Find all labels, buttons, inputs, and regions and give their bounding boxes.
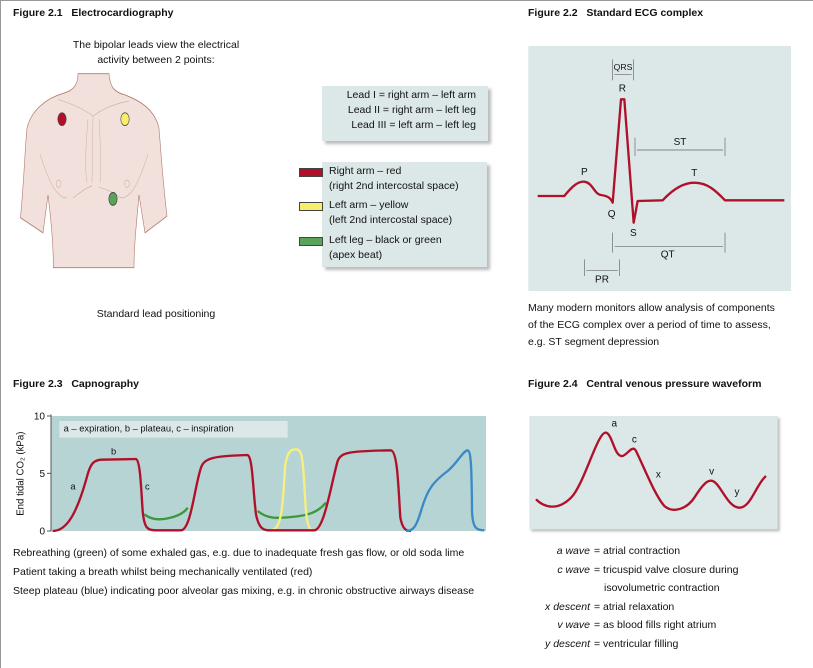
definition-row: c wave = tricuspid valve closure during (528, 561, 738, 580)
bipolar-intro: The bipolar leads view the electrical ac… (56, 38, 256, 68)
right-arm-electrode (57, 112, 67, 126)
patient-breath-trace (270, 448, 314, 532)
rebreathing-trace (143, 501, 327, 521)
figure-2-3-title: Figure 2.3 Capnography (13, 378, 140, 390)
figure-2-2-title: Figure 2.2 Standard ECG complex (528, 7, 704, 19)
copd-trace (405, 449, 485, 533)
legend-detail: (left 2nd intercostal space) (329, 214, 453, 226)
p-label: P (581, 167, 588, 178)
definition-row: isovolumetric contraction (528, 579, 738, 598)
ecg-trace (537, 98, 785, 224)
point-a-label: a (70, 481, 76, 491)
definition-row: x descent = atrial relaxation (528, 598, 738, 617)
caption-line: Many modern monitors allow analysis of c… (528, 302, 775, 314)
qrs-label: QRS (614, 62, 633, 72)
s-label: S (630, 228, 637, 239)
definition-term: y descent (545, 637, 590, 650)
definition-term: v wave (557, 619, 590, 631)
figure-2-4-title: Figure 2.4 Central venous pressure wavef… (528, 378, 762, 390)
intro-line: The bipolar leads view the electrical (72, 39, 240, 51)
definition-row: a wave = atrial contraction (528, 542, 738, 561)
definition-text: = ventricular filling (594, 637, 679, 650)
legend-detail: (apex beat) (329, 249, 383, 261)
red-swatch (299, 168, 323, 177)
x-descent-label: x (656, 470, 661, 481)
caption-line: Steep plateau (blue) indicating poor alv… (13, 585, 475, 597)
point-b-label: b (111, 446, 116, 456)
y-axis-label: End tidal CO₂ (kPa) (16, 432, 27, 516)
ecg-complex-diagram: QRS R P T Q S ST QT PR (528, 46, 791, 291)
definition-text: = atrial contraction (594, 545, 681, 557)
legend-detail: (right 2nd intercostal space) (329, 180, 459, 192)
cvp-trace (535, 431, 767, 511)
a-wave-label: a (612, 419, 618, 430)
definition-text: isovolumetric contraction (604, 582, 720, 594)
legend-item-left-leg: Left leg – black or green (apex beat) (299, 233, 459, 263)
y-tick-5: 5 (39, 469, 45, 480)
left-arm-electrode (120, 112, 130, 126)
v-wave-label: v (709, 466, 714, 477)
left-leg-electrode (108, 192, 118, 206)
electrode-legend-box (322, 162, 487, 267)
definition-text: = tricuspid valve closure during (594, 563, 739, 576)
definition-text: = as blood fills right atrium (594, 619, 717, 631)
caption-line: Rebreathing (green) of some exhaled gas,… (13, 547, 465, 559)
lead-definition: Lead II = right arm – left leg (347, 104, 476, 116)
y-descent-label: y (735, 487, 740, 498)
definition-text: = atrial relaxation (594, 600, 675, 613)
q-label: Q (608, 209, 616, 220)
lead-definition: Lead III = left arm – left leg (351, 119, 476, 131)
y-tick-10: 10 (34, 411, 46, 422)
capnography-captions: Rebreathing (green) of some exhaled gas,… (13, 544, 474, 601)
y-tick-0: 0 (39, 526, 45, 537)
legend-label: Right arm – red (329, 165, 402, 177)
intro-line: activity between 2 points: (97, 54, 215, 66)
yellow-swatch (299, 202, 323, 211)
electrode-legend: Right arm – red (right 2nd intercostal sp… (299, 164, 459, 263)
cvp-waveform-diagram: a c x v y (529, 416, 778, 530)
figure-2-2-caption: Many modern monitors allow analysis of c… (528, 300, 775, 351)
st-label: ST (674, 137, 687, 148)
definition-row: y descent = ventricular filling (528, 635, 738, 654)
qt-label: QT (661, 250, 675, 261)
caption-line: e.g. ST segment depression (528, 336, 660, 348)
r-label: R (619, 84, 626, 95)
green-swatch (299, 237, 323, 246)
figure-2-1-caption: Standard lead positioning (96, 308, 216, 320)
definition-term: c wave (557, 563, 590, 576)
legend-label: Left arm – yellow (329, 199, 409, 211)
pr-label: PR (595, 275, 609, 286)
lead-definitions-box: Lead I = right arm – left arm Lead II = … (322, 86, 488, 141)
legend-item-left-arm: Left arm – yellow (left 2nd intercostal s… (299, 198, 459, 233)
torso-illustration (20, 73, 168, 269)
caption-line: Patient taking a breath whilst being mec… (13, 566, 313, 578)
legend-item-right-arm: Right arm – red (right 2nd intercostal sp… (299, 164, 459, 198)
lead-definition: Lead I = right arm – left arm (346, 89, 476, 101)
t-label: T (691, 168, 697, 179)
definition-term (528, 579, 590, 598)
legend-label: Left leg – black or green (329, 234, 442, 246)
c-wave-label: c (632, 435, 637, 446)
point-c-label: c (145, 481, 150, 491)
definition-term: a wave (556, 545, 590, 557)
figure-2-1-title: Figure 2.1 Electrocardiography (13, 7, 174, 19)
capno-legend: a – expiration, b – plateau, c – inspira… (64, 424, 234, 434)
capno-legend-box (59, 421, 288, 438)
caption-line: of the ECG complex over a period of time… (528, 319, 771, 331)
normal-capnogram-trace (52, 449, 412, 533)
cvp-definitions: a wave = atrial contraction c wave = tricu… (528, 542, 738, 653)
definition-term: x descent (545, 600, 590, 613)
definition-row: v wave = as blood fills right atrium (528, 616, 738, 635)
capnography-chart: 10 5 0 End tidal CO₂ (kPa) a – expiratio… (16, 411, 486, 537)
